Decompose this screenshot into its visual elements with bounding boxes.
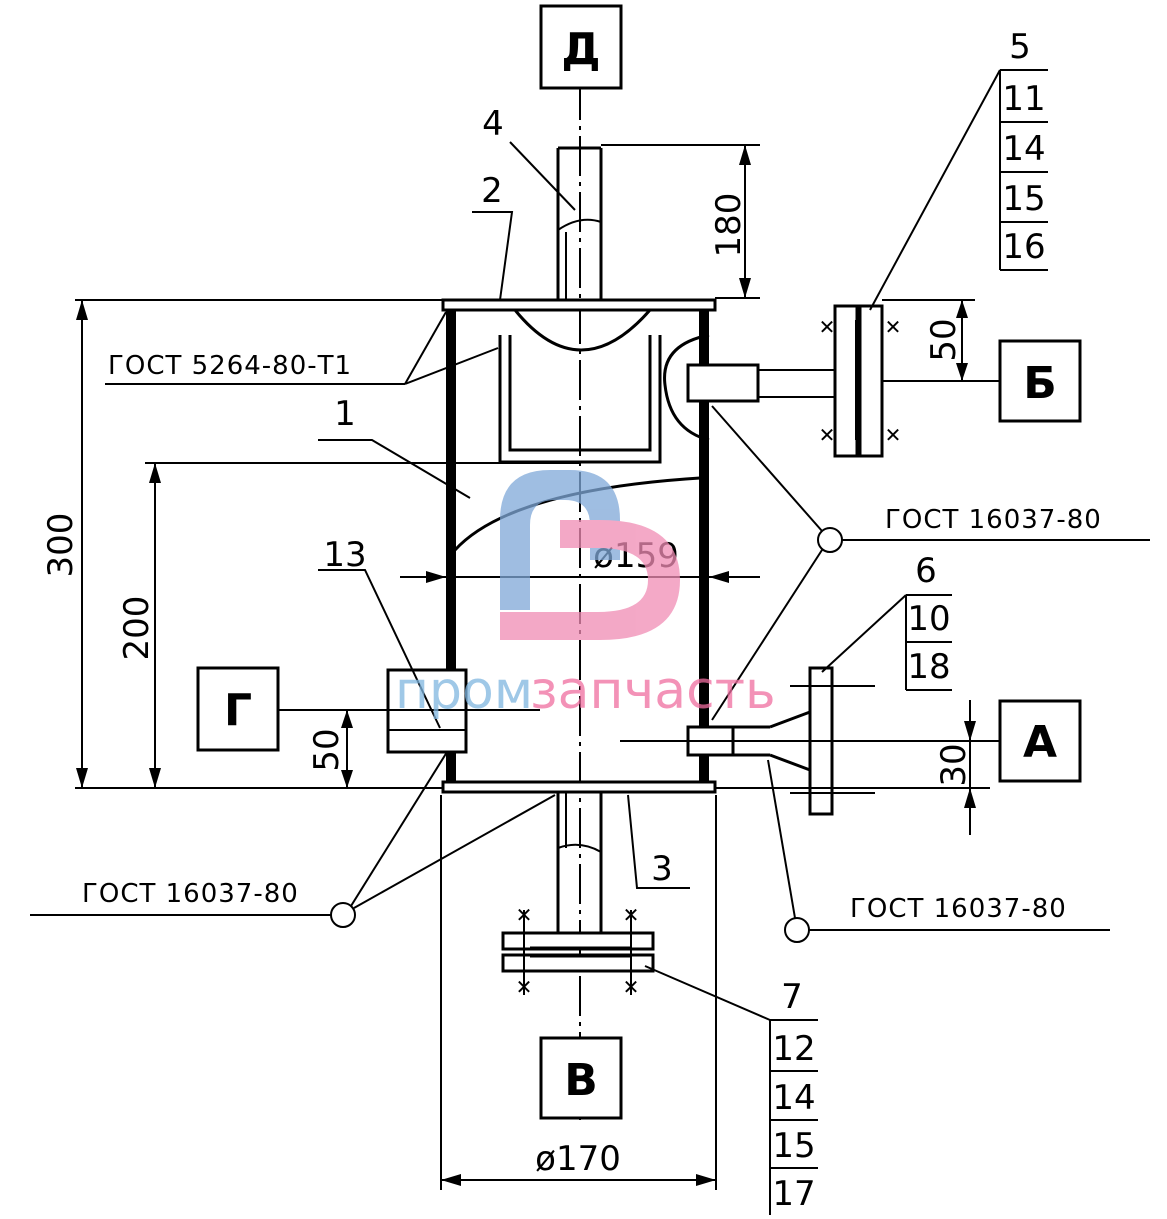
svg-text:ГОСТ 16037-80: ГОСТ 16037-80 xyxy=(885,505,1102,535)
svg-text:✕: ✕ xyxy=(623,903,640,927)
svg-text:✕: ✕ xyxy=(516,975,533,999)
svg-text:18: 18 xyxy=(907,647,950,687)
dim-50-right: 50 xyxy=(882,299,975,381)
bottom-cover xyxy=(441,780,717,794)
svg-text:12: 12 xyxy=(772,1029,815,1069)
view-label-top: Д xyxy=(561,24,600,75)
svg-text:6: 6 xyxy=(915,551,937,591)
view-box-right-upper xyxy=(998,339,1082,423)
callout-13: 13 xyxy=(318,535,441,729)
svg-text:✕: ✕ xyxy=(516,903,533,927)
svg-text:✕: ✕ xyxy=(819,423,836,447)
view-label-left: Г xyxy=(224,685,252,736)
bottom-flange: ✕ ✕ ✕ ✕ xyxy=(501,903,655,999)
dim-30: 30 xyxy=(715,700,990,835)
gost-16037-left-lower: ГОСТ 16037-80 xyxy=(30,751,556,928)
view-label-right-upper: Б xyxy=(1023,358,1057,409)
svg-text:7: 7 xyxy=(781,977,803,1017)
svg-text:пром: пром xyxy=(395,661,533,721)
callout-stack-5: 5 11 14 15 16 xyxy=(869,27,1048,311)
svg-text:11: 11 xyxy=(1002,79,1045,119)
dim-180: 180 xyxy=(601,144,760,299)
svg-text:запчасть: запчасть xyxy=(530,661,776,721)
svg-text:200: 200 xyxy=(117,596,157,661)
gost-16037-upper-right: ГОСТ 16037-80 xyxy=(711,405,1150,721)
inner-curve xyxy=(453,476,701,552)
svg-text:4: 4 xyxy=(482,104,504,144)
view-label-right-lower: А xyxy=(1023,717,1057,768)
bottom-pipe xyxy=(556,792,603,935)
callout-stack-7: 7 12 14 15 17 xyxy=(644,965,818,1215)
svg-text:30: 30 xyxy=(934,743,974,786)
dim-dia170: ø170 xyxy=(440,795,717,1190)
svg-text:300: 300 xyxy=(41,513,81,578)
view-box-top xyxy=(539,4,623,90)
gost-5264-note: ГОСТ 5264-80-Т1 xyxy=(105,311,499,385)
svg-text:2: 2 xyxy=(481,171,503,211)
dim-300: 300 xyxy=(41,299,443,789)
watermark-logo: пром запчасть xyxy=(395,470,776,721)
view-label-bottom: В xyxy=(564,1055,598,1106)
callout-1: 1 xyxy=(318,394,471,499)
svg-text:✕: ✕ xyxy=(623,975,640,999)
dim-200: 200 xyxy=(117,462,580,788)
view-box-left xyxy=(196,666,280,752)
svg-text:16: 16 xyxy=(1002,227,1045,267)
svg-text:5: 5 xyxy=(1009,27,1031,67)
view-box-bottom xyxy=(539,1036,623,1120)
dim-50-left: 50 xyxy=(307,710,353,788)
gost-16037-right-lower: ГОСТ 16037-80 xyxy=(767,759,1110,943)
svg-text:50: 50 xyxy=(307,728,347,771)
callout-4: 4 xyxy=(482,104,576,211)
svg-text:ГОСТ 5264-80-Т1: ГОСТ 5264-80-Т1 xyxy=(108,351,352,381)
svg-text:1: 1 xyxy=(334,394,356,434)
svg-text:ø170: ø170 xyxy=(535,1139,621,1179)
svg-text:180: 180 xyxy=(709,193,749,258)
svg-text:14: 14 xyxy=(772,1078,815,1118)
svg-text:13: 13 xyxy=(323,535,366,575)
svg-text:✕: ✕ xyxy=(819,315,836,339)
callout-stack-6: 6 10 18 xyxy=(821,551,952,691)
svg-text:ГОСТ 16037-80: ГОСТ 16037-80 xyxy=(850,894,1067,924)
svg-text:10: 10 xyxy=(907,599,950,639)
view-box-right-lower xyxy=(998,699,1082,783)
svg-text:17: 17 xyxy=(772,1174,815,1214)
top-pipe xyxy=(556,146,603,305)
callout-2: 2 xyxy=(472,171,514,301)
svg-text:14: 14 xyxy=(1002,129,1045,169)
svg-text:3: 3 xyxy=(651,849,673,889)
svg-text:ГОСТ 16037-80: ГОСТ 16037-80 xyxy=(82,879,299,909)
svg-text:15: 15 xyxy=(1002,179,1045,219)
svg-text:✕: ✕ xyxy=(885,315,902,339)
svg-text:15: 15 xyxy=(772,1126,815,1166)
svg-text:50: 50 xyxy=(924,318,964,361)
svg-text:✕: ✕ xyxy=(885,423,902,447)
callout-3: 3 xyxy=(627,794,690,889)
nozzle-upper-right: ✕ ✕ ✕ ✕ xyxy=(663,304,902,458)
